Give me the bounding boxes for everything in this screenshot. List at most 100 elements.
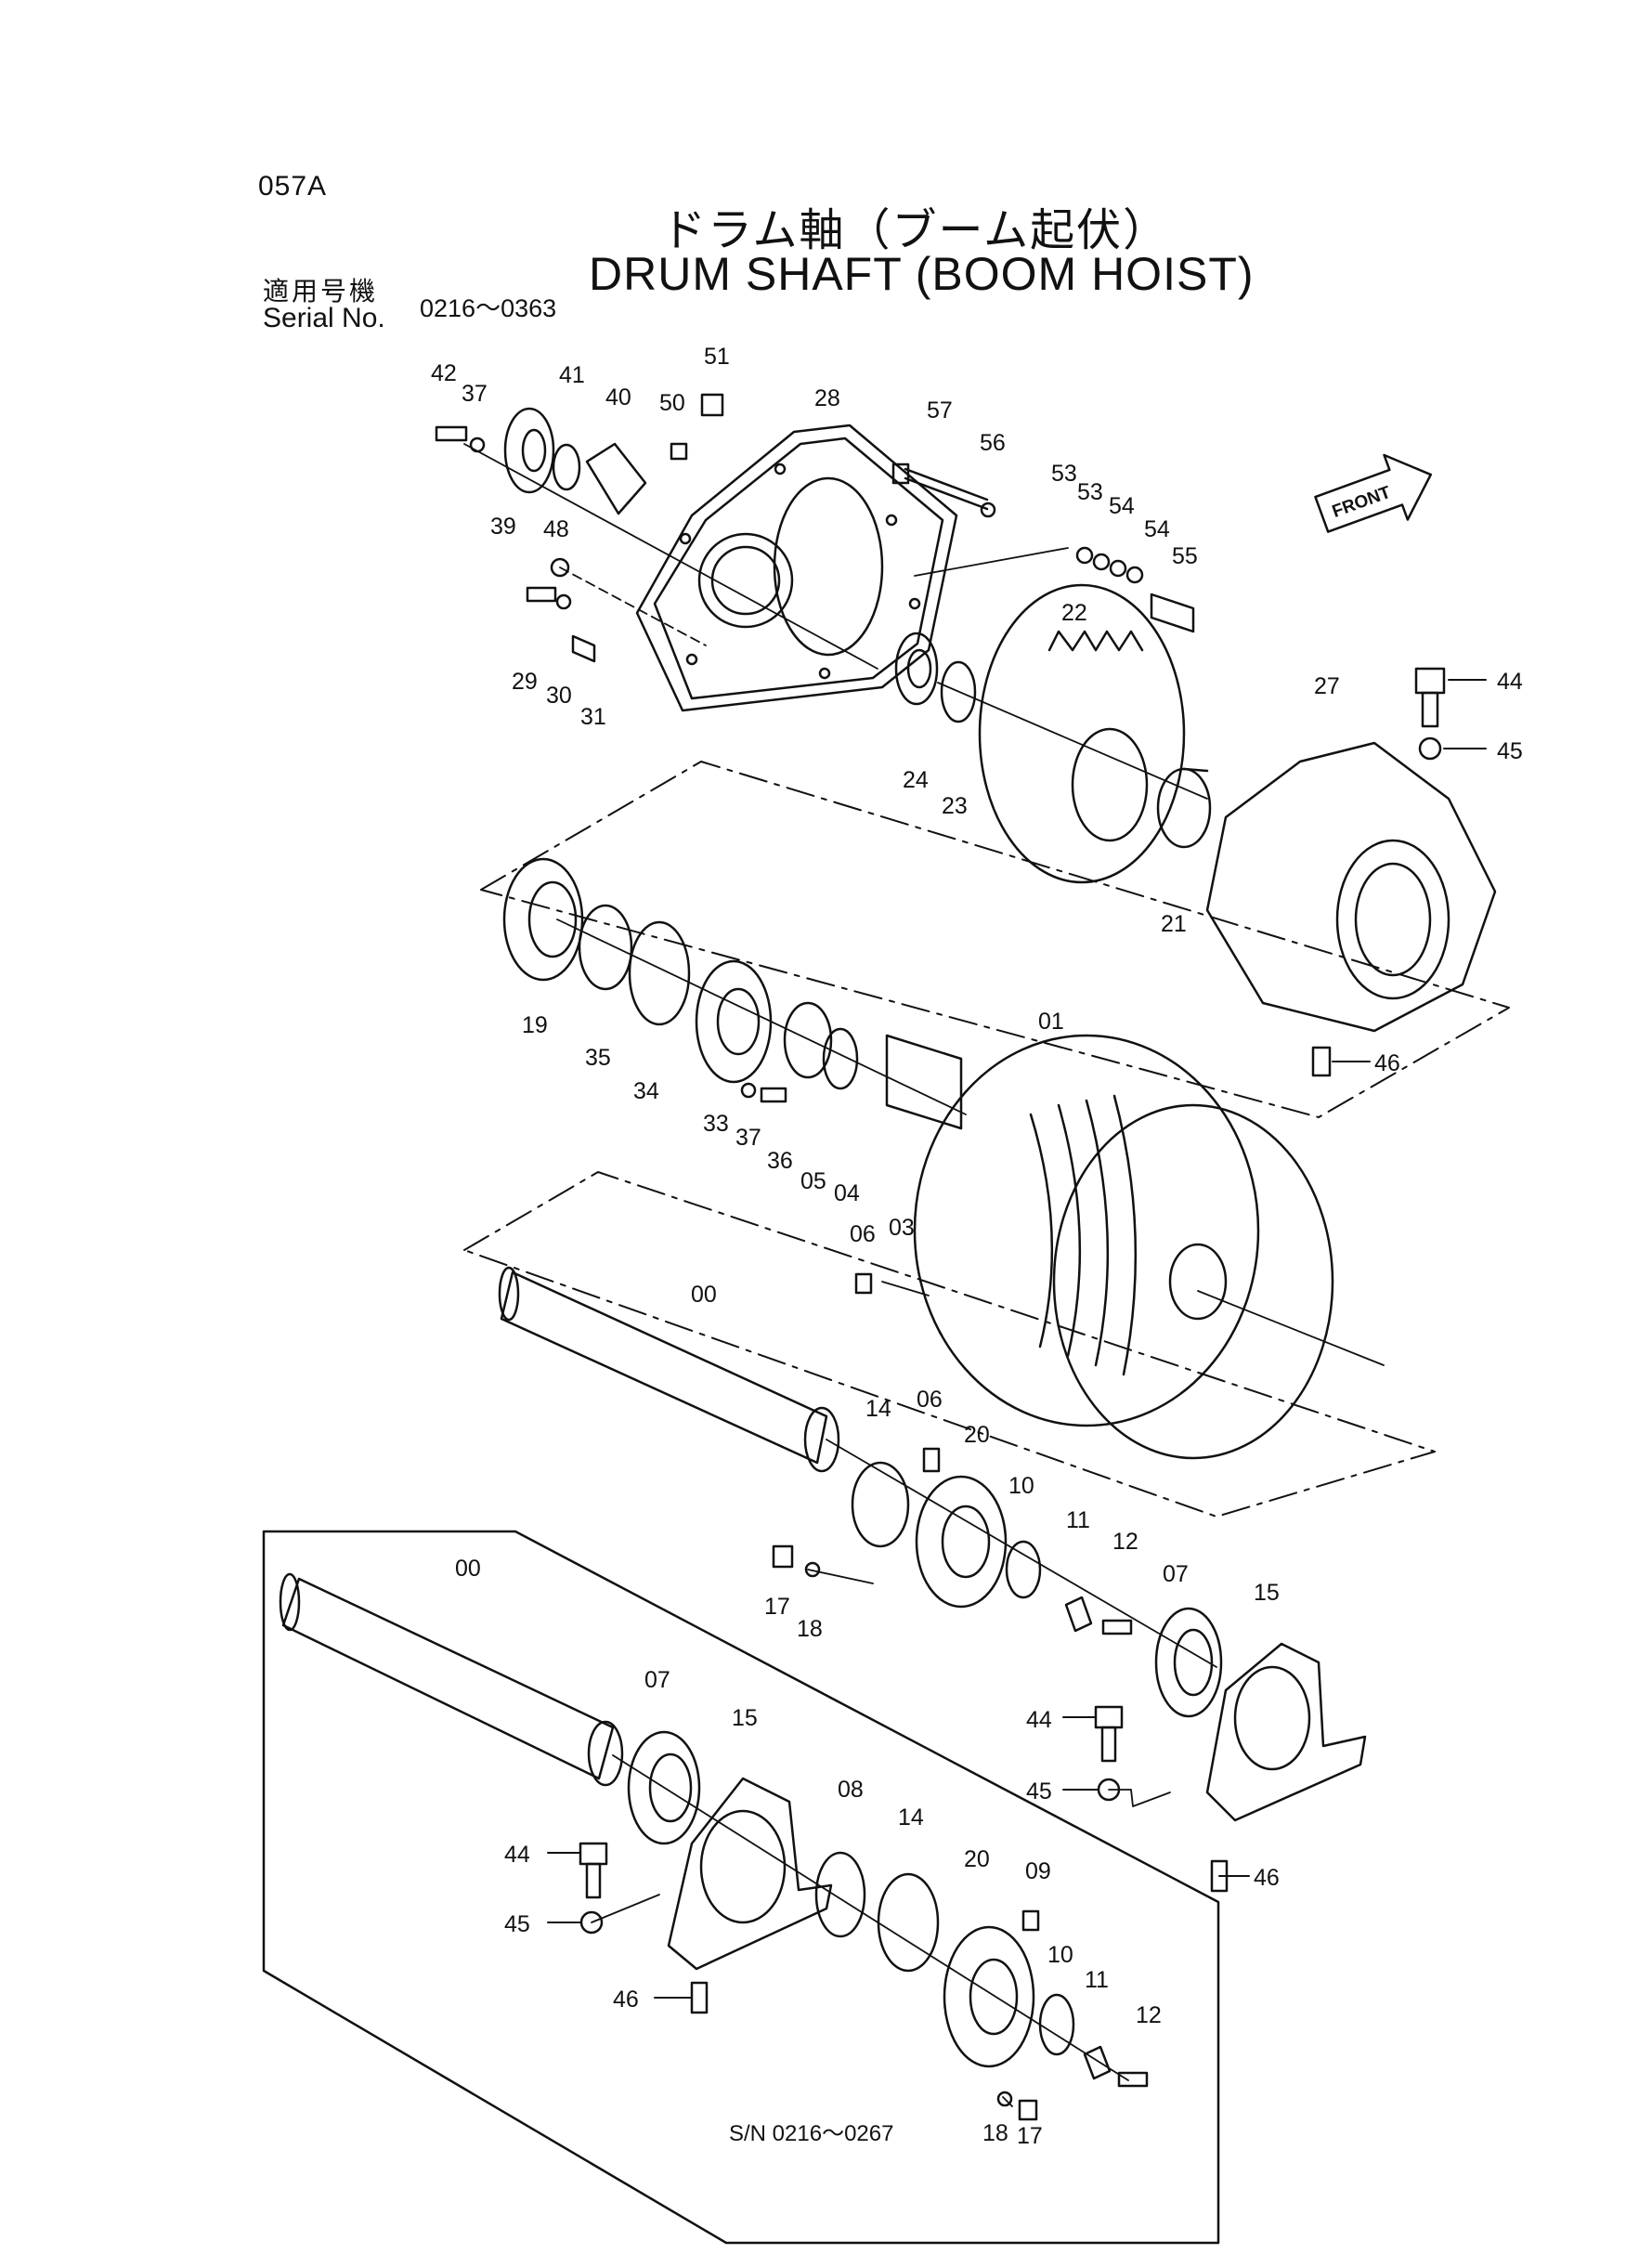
bolt-part-42 <box>435 425 468 442</box>
bearing-part-07 <box>1154 1607 1223 1718</box>
label-part-21: 21 <box>1161 911 1187 937</box>
drum-assembly-boundary <box>480 761 1510 1118</box>
label-part-20: 20 <box>964 1422 990 1448</box>
label-part-45: 45 <box>1497 738 1523 764</box>
label-part-12: 12 <box>1136 2002 1162 2028</box>
inset-frame <box>262 1530 1220 2245</box>
label-part-14: 14 <box>898 1804 924 1831</box>
label-part-23: 23 <box>942 793 968 819</box>
washer-part-18 <box>804 1561 821 1578</box>
o-ring-part-04 <box>822 1027 859 1090</box>
label-part-17: 17 <box>764 1594 790 1620</box>
flange-part-33 <box>695 959 773 1084</box>
label-part-53: 53 <box>1077 479 1103 505</box>
label-part-28: 28 <box>814 385 840 411</box>
label-part-42: 42 <box>431 360 457 386</box>
label-part-27: 27 <box>1314 673 1340 699</box>
label-part-22: 22 <box>1061 600 1087 626</box>
label-part-24: 24 <box>903 767 929 793</box>
plate-part-10 <box>1005 1540 1042 1599</box>
label-part-46: 46 <box>1254 1865 1280 1891</box>
label-part-33: 33 <box>703 1111 729 1137</box>
label-part-18: 18 <box>797 1616 823 1642</box>
shaft-assembly-boundary <box>463 1171 1436 1518</box>
bushing-part-05 <box>783 1001 833 1079</box>
callout-arrows <box>547 679 1487 1999</box>
label-part-35: 35 <box>585 1045 611 1071</box>
gear-part-22 <box>978 583 1186 884</box>
serial-label-japanese: 適用号機 <box>263 276 379 306</box>
gasket-part-40 <box>585 442 647 515</box>
seal-part-41 <box>552 443 581 491</box>
inset-bearing-part-07 <box>627 1730 701 1845</box>
drum-part-01 <box>913 1034 1334 1460</box>
label-part-12: 12 <box>1112 1529 1138 1555</box>
washer-part-37-mid <box>740 1082 757 1099</box>
inset-plate-part-10 <box>1038 1993 1075 2056</box>
label-part-10: 10 <box>1047 1942 1073 1968</box>
plug-part-50 <box>670 442 688 461</box>
inset-serial-note: S/N 0216～0267 <box>729 2121 893 2146</box>
nut-part-24 <box>894 632 939 706</box>
cover-part-20 <box>915 1475 1008 1609</box>
label-part-08: 08 <box>838 1777 864 1803</box>
label-part-07: 07 <box>1163 1561 1189 1587</box>
label-part-10: 10 <box>1008 1473 1034 1499</box>
label-part-37: 37 <box>735 1125 761 1151</box>
label-part-20: 20 <box>964 1846 990 1872</box>
label-part-45: 45 <box>1026 1778 1052 1804</box>
label-part-18: 18 <box>982 2120 1008 2146</box>
bolt-part-12 <box>1101 1619 1133 1635</box>
inset-bolt-part-09 <box>1021 1909 1040 1932</box>
lock-plate-part-11 <box>1064 1596 1093 1633</box>
label-part-05: 05 <box>800 1168 826 1194</box>
inset-seal-part-08 <box>814 1851 866 1938</box>
pin-part-55 <box>1150 593 1195 633</box>
flange-part-39 <box>503 407 555 494</box>
label-part-48: 48 <box>543 516 569 542</box>
inset-cover-part-20 <box>943 1925 1035 2068</box>
label-part-06: 06 <box>917 1387 943 1413</box>
label-part-40: 40 <box>605 384 631 410</box>
label-part-44: 44 <box>1497 669 1523 695</box>
label-part-46: 46 <box>1374 1050 1400 1076</box>
ring-part-14 <box>851 1461 910 1548</box>
label-part-44: 44 <box>504 1842 530 1868</box>
label-part-19: 19 <box>522 1012 548 1038</box>
label-part-00: 00 <box>691 1282 717 1308</box>
washers-part-53-54 <box>1075 546 1144 584</box>
label-part-44: 44 <box>1026 1707 1052 1733</box>
bolt-part-36 <box>760 1087 787 1103</box>
inset-bolt-part-12 <box>1117 2071 1149 2088</box>
inset-pillow-block-part-15 <box>667 1777 833 1971</box>
label-part-01: 01 <box>1038 1009 1064 1035</box>
label-part-29: 29 <box>512 669 538 695</box>
sleeve-part-03 <box>885 1034 963 1130</box>
label-part-15: 15 <box>1254 1580 1280 1606</box>
inset-pin-part-46 <box>690 1981 709 2014</box>
label-part-17: 17 <box>1017 2123 1043 2149</box>
washer-part-30 <box>555 593 572 610</box>
bearing-part-19 <box>502 857 584 982</box>
bolt-part-44-top <box>1414 667 1446 728</box>
label-part-06: 06 <box>850 1221 876 1247</box>
label-part-30: 30 <box>546 683 572 709</box>
inset-bolt-part-17 <box>1018 2099 1038 2121</box>
inset-shaft-part-00 <box>279 1572 624 1787</box>
label-part-45: 45 <box>504 1911 530 1937</box>
cover-housing-part-28 <box>635 423 958 712</box>
pin-part-46-top <box>1311 1046 1332 1077</box>
inset-bolt-part-44 <box>579 1842 608 1899</box>
inset-ring-part-14 <box>877 1872 940 1973</box>
label-part-39: 39 <box>490 514 516 540</box>
pin-part-31 <box>571 634 596 663</box>
label-part-37: 37 <box>462 381 488 407</box>
label-part-54: 54 <box>1144 516 1170 542</box>
label-part-50: 50 <box>659 390 685 416</box>
plug-part-48 <box>550 557 570 578</box>
front-direction-arrow: FRONT <box>1314 453 1433 533</box>
title-japanese: ドラム軸（ブーム起伏） <box>661 204 1170 256</box>
label-part-36: 36 <box>767 1148 793 1174</box>
ring-part-23 <box>940 660 977 723</box>
